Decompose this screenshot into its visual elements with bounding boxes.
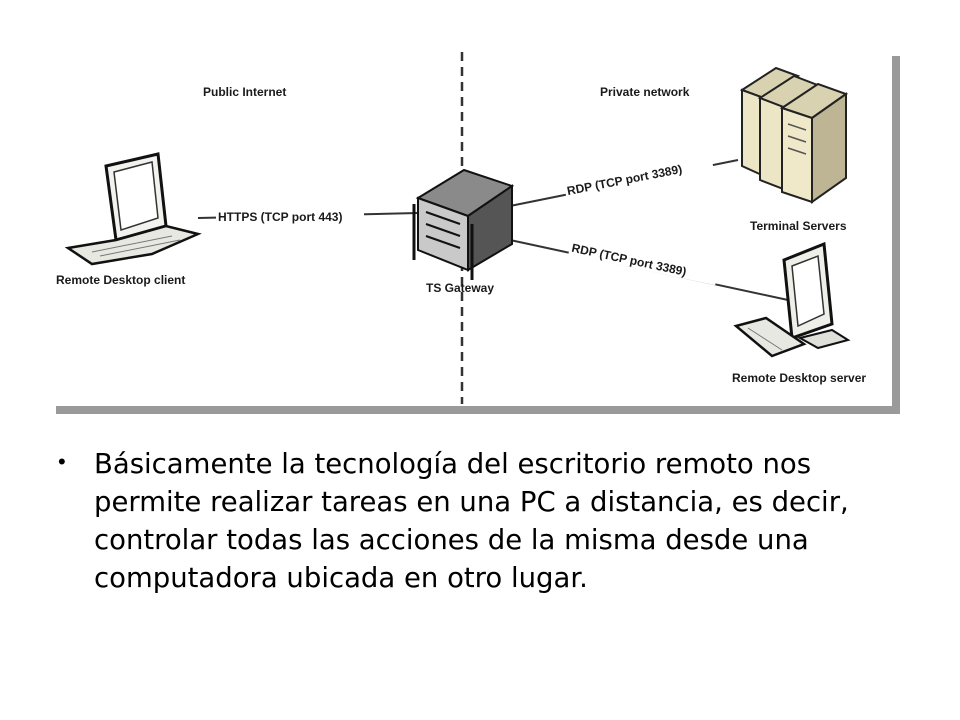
https-label-group: HTTPS (TCP port 443): [216, 208, 364, 224]
network-diagram: Public Internet Private network HTTPS (T…: [48, 48, 900, 414]
bullet-symbol: •: [58, 449, 66, 474]
terminal-servers-icon: [739, 66, 849, 204]
terminal-servers-label: Terminal Servers: [750, 219, 847, 233]
monitor-icon: [782, 241, 851, 350]
zone-label-private: Private network: [600, 85, 690, 99]
zone-label-public: Public Internet: [203, 85, 286, 99]
rd-server-label: Remote Desktop server: [732, 371, 866, 385]
laptop-icon: [64, 152, 202, 266]
bullet-text: Básicamente la tecnología del escritorio…: [94, 448, 849, 594]
gateway-server-icon: [412, 168, 515, 280]
https-connection-label: HTTPS (TCP port 443): [218, 210, 342, 224]
keyboard-icon: [733, 316, 807, 358]
gateway-label: TS Gateway: [426, 281, 494, 295]
client-label: Remote Desktop client: [56, 273, 185, 287]
